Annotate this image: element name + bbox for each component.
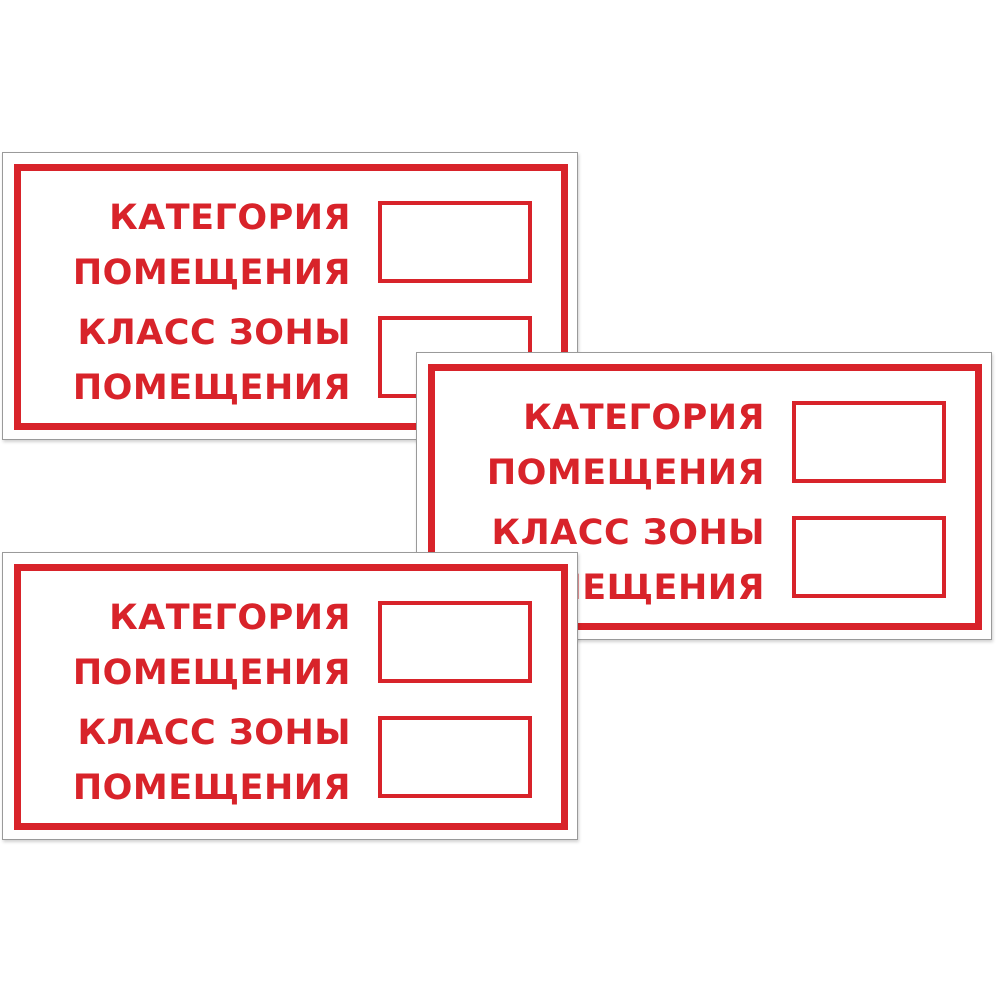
category-label-line-1: КАТЕГОРИЯ xyxy=(523,398,765,438)
zone-class-label-line-2: ПОМЕЩЕНИЯ xyxy=(72,368,351,408)
category-label-line-2: ПОМЕЩЕНИЯ xyxy=(486,453,765,493)
sign-red-border xyxy=(428,364,982,630)
category-label: КАТЕГОРИЯ ПОМЕЩЕНИЯ xyxy=(487,391,765,501)
category-label: КАТЕГОРИЯ ПОМЕЩЕНИЯ xyxy=(73,591,351,701)
zone-class-label-line-1: КЛАСС ЗОНЫ xyxy=(77,713,351,753)
category-label: КАТЕГОРИЯ ПОМЕЩЕНИЯ xyxy=(73,191,351,301)
category-label-line-1: КАТЕГОРИЯ xyxy=(109,598,351,638)
zone-class-label: КЛАСС ЗОНЫ ПОМЕЩЕНИЯ xyxy=(73,706,351,816)
zone-class-label-line-1: КЛАСС ЗОНЫ xyxy=(491,513,765,553)
zone-class-value-box xyxy=(378,716,532,798)
sign-red-border xyxy=(14,564,568,830)
sign-red-border xyxy=(14,164,568,430)
zone-class-label-line-1: КЛАСС ЗОНЫ xyxy=(77,313,351,353)
category-value-box xyxy=(792,401,946,483)
category-value-box xyxy=(378,601,532,683)
sign-card: КАТЕГОРИЯ ПОМЕЩЕНИЯ КЛАСС ЗОНЫ ПОМЕЩЕНИЯ xyxy=(2,552,578,840)
category-value-box xyxy=(378,201,532,283)
category-label-line-2: ПОМЕЩЕНИЯ xyxy=(72,653,351,693)
zone-class-label-line-2: ПОМЕЩЕНИЯ xyxy=(72,768,351,808)
category-label-line-1: КАТЕГОРИЯ xyxy=(109,198,351,238)
category-label-line-2: ПОМЕЩЕНИЯ xyxy=(72,253,351,293)
zone-class-label: КЛАСС ЗОНЫ ПОМЕЩЕНИЯ xyxy=(73,306,351,416)
zone-class-value-box xyxy=(792,516,946,598)
